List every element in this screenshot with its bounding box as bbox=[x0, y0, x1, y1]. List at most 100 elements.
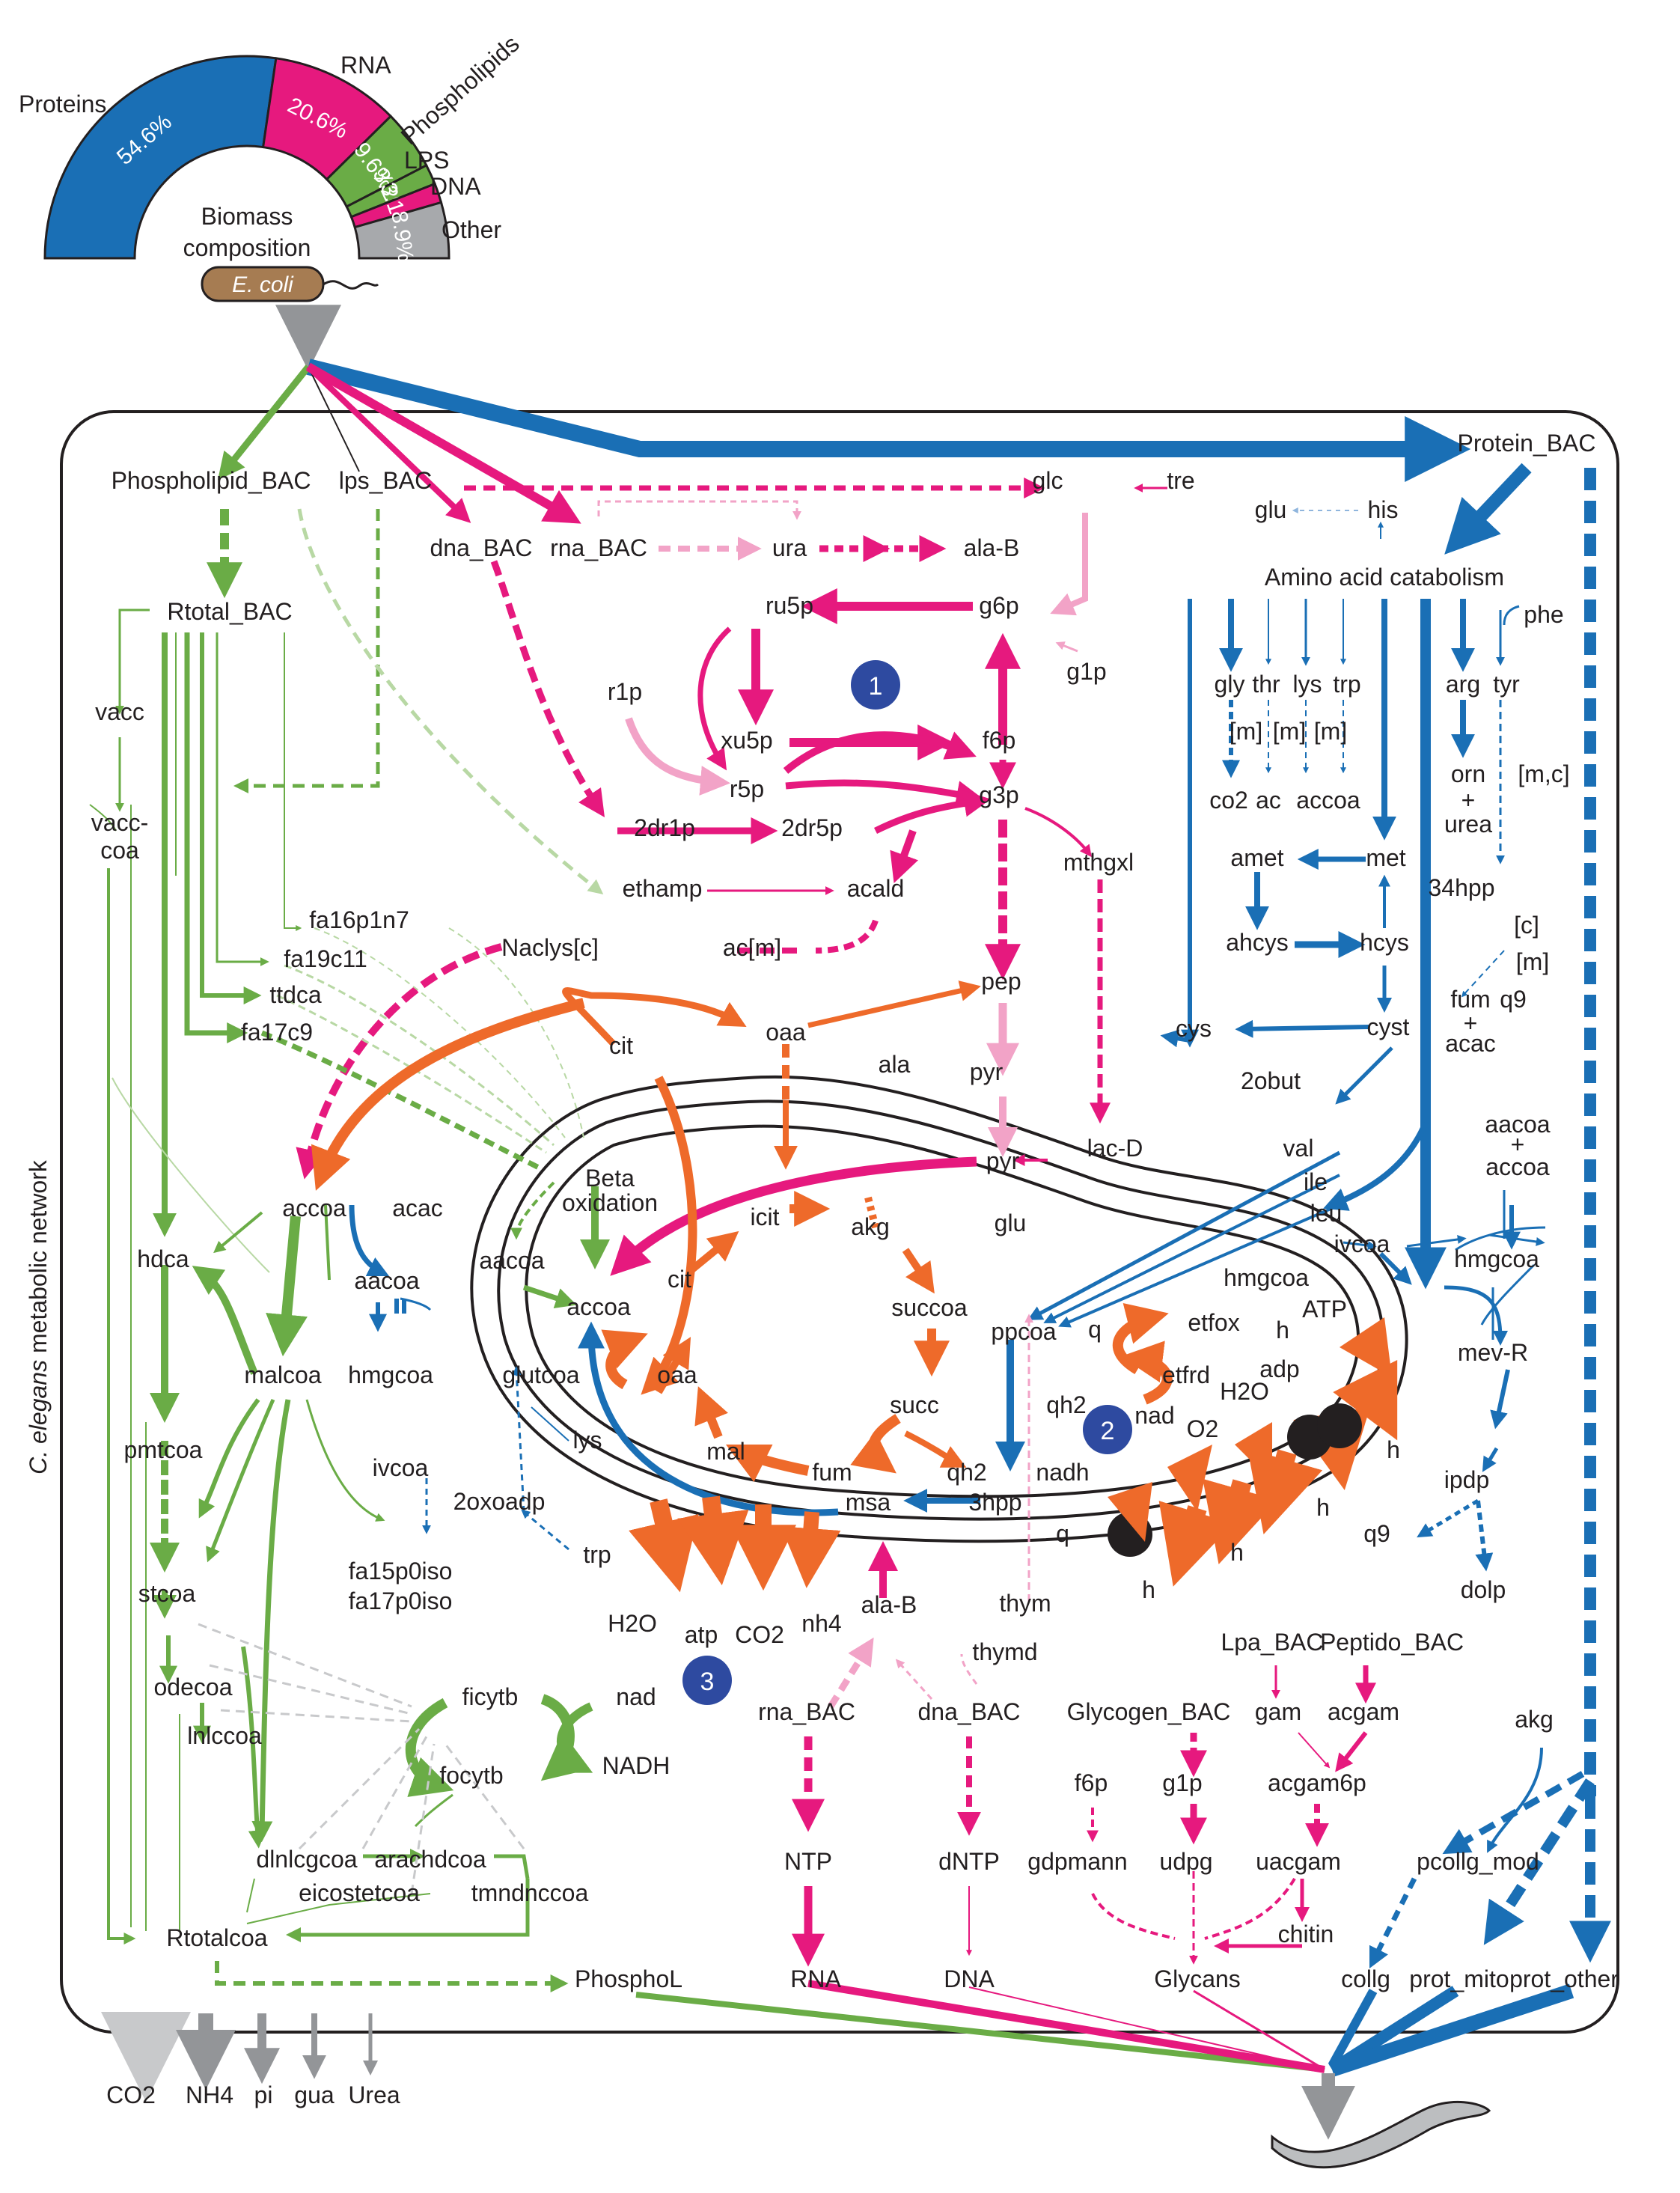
excretion-label-pi: pi bbox=[254, 2081, 273, 2108]
biomass-title-line2: composition bbox=[183, 234, 311, 261]
metabolite-h-a: h bbox=[1276, 1317, 1289, 1343]
metabolite-thr: thr bbox=[1252, 671, 1280, 698]
metabolite-m2: [m] bbox=[1273, 718, 1306, 745]
metabolite-atp-b: atp bbox=[685, 1621, 718, 1648]
metabolite-urea: urea bbox=[1444, 811, 1492, 838]
metabolite-phospholipid-bac: Phospholipid_BAC bbox=[112, 467, 311, 494]
metabolite-gam: gam bbox=[1255, 1698, 1301, 1725]
metabolite-succ: succ bbox=[890, 1391, 939, 1418]
lps-intake-flux bbox=[308, 366, 360, 472]
metabolite-acm: ac[m] bbox=[723, 934, 781, 961]
metabolite-ppcoa: ppcoa bbox=[991, 1318, 1056, 1345]
metabolite-lps-bac: lps_BAC bbox=[339, 467, 433, 494]
metabolite-stcoa: stcoa bbox=[138, 1580, 196, 1607]
worm-icon bbox=[1271, 2101, 1491, 2169]
metabolite-acac-top: acac bbox=[1445, 1030, 1496, 1057]
metabolite-glc: glc bbox=[1033, 467, 1063, 494]
metabolite-gly: gly bbox=[1215, 671, 1245, 698]
metabolite-h-d: h bbox=[1230, 1539, 1244, 1566]
metabolite-acac-left: acac bbox=[392, 1195, 443, 1221]
collagen-flux bbox=[1369, 1877, 1417, 1969]
metabolite-xu5p: xu5p bbox=[721, 727, 772, 754]
metabolite-nadh: nadh bbox=[1036, 1459, 1089, 1486]
amino-acid-catabolism-fluxes bbox=[349, 507, 1546, 1572]
biomass-name-other: Other bbox=[442, 216, 501, 243]
metabolite-qh2-a: qh2 bbox=[1046, 1391, 1086, 1418]
metabolite-orn: orn bbox=[1451, 760, 1485, 787]
metabolite-uacgam: uacgam bbox=[1256, 1848, 1341, 1875]
metabolite-h2o-r: H2O bbox=[1220, 1378, 1269, 1405]
metabolite-accoa-in: accoa bbox=[566, 1293, 631, 1320]
metabolite-co2: co2 bbox=[1209, 787, 1248, 814]
metabolite-beta2: oxidation bbox=[562, 1189, 658, 1216]
metabolite-hmgcoa-mid: hmgcoa bbox=[348, 1361, 433, 1388]
protein-catabolism-flux bbox=[1444, 463, 1532, 555]
metabolite-ipdp: ipdp bbox=[1444, 1466, 1490, 1493]
metabolite-rna-out: RNA bbox=[790, 1965, 841, 1992]
metabolite-met: met bbox=[1366, 844, 1405, 871]
metabolite-g3p: g3p bbox=[979, 781, 1018, 808]
biomass-name-phospholipids: Phospholipids bbox=[396, 30, 525, 150]
metabolite-g1p-top: g1p bbox=[1066, 658, 1106, 685]
metabolite-succoa: succoa bbox=[891, 1294, 968, 1321]
network-title-italic: C. elegans bbox=[25, 1360, 52, 1474]
metabolite-thymd: thymd bbox=[972, 1638, 1037, 1665]
metabolite-ac: ac bbox=[1256, 787, 1281, 814]
metabolite-ntp: NTP bbox=[784, 1848, 832, 1875]
metabolite-rtotalcoa: Rtotalcoa bbox=[166, 1924, 267, 1951]
metabolite-rtotal-bac: Rtotal_BAC bbox=[167, 598, 292, 625]
metabolite-qh2-b: qh2 bbox=[947, 1459, 986, 1486]
metabolite-beta1: Beta bbox=[585, 1165, 635, 1192]
metabolite-plus3: + bbox=[1511, 1131, 1525, 1158]
metabolite-lnlccoa: lnlccoa bbox=[187, 1722, 262, 1749]
metabolite-cyst: cyst bbox=[1367, 1013, 1410, 1040]
metabolite-nh4-b: nh4 bbox=[801, 1610, 841, 1637]
metabolite-oxoadp: 2oxoadp bbox=[453, 1488, 546, 1515]
metabolite-hpp34: 34hpp bbox=[1429, 874, 1495, 901]
dna-intake-flux bbox=[306, 365, 471, 523]
metabolite-g1p-b: g1p bbox=[1162, 1769, 1202, 1796]
metabolite-alab-b: ala-B bbox=[861, 1591, 917, 1618]
metabolite-glycogen-bac: Glycogen_BAC bbox=[1067, 1698, 1231, 1725]
metabolite-nadh-b: NADH bbox=[602, 1752, 671, 1779]
metabolite-vacccoa-1: vacc- bbox=[91, 809, 148, 836]
metabolite-r5p: r5p bbox=[730, 775, 764, 802]
metabolite-ethamp: ethamp bbox=[623, 875, 703, 902]
metabolite-hdca: hdca bbox=[137, 1245, 189, 1272]
metabolite-dntp: dNTP bbox=[938, 1848, 1000, 1875]
metabolite-glu-mid: glu bbox=[995, 1210, 1027, 1236]
metabolite-fa17: fa17p0iso bbox=[349, 1587, 453, 1614]
metabolite-h-e: h bbox=[1142, 1576, 1155, 1603]
cell-boundary bbox=[60, 410, 1619, 2034]
biomass-title-line1: Biomass bbox=[201, 203, 293, 230]
metabolite-g6p: g6p bbox=[979, 592, 1018, 619]
nucleotide-sugar-fluxes bbox=[296, 478, 1376, 1967]
biomass-output-fluxes bbox=[635, 1980, 1574, 2140]
metabolite-co2-b: CO2 bbox=[735, 1621, 784, 1648]
metabolite-prot-other: prot_other bbox=[1509, 1965, 1619, 1992]
metabolite-cit-in: cit bbox=[668, 1266, 691, 1293]
metabolite-glutcoa: glutcoa bbox=[502, 1361, 579, 1388]
metabolite-dr5p: 2dr5p bbox=[781, 814, 843, 841]
metabolite-acald: acald bbox=[847, 875, 905, 902]
metabolite-ru5p: ru5p bbox=[766, 592, 813, 619]
metabolite-aacoa-mid: aacoa bbox=[354, 1267, 419, 1294]
metabolite-arachd: arachdcoa bbox=[374, 1846, 486, 1873]
metabolite-etfox: etfox bbox=[1188, 1309, 1239, 1336]
metabolite-hpp3: 3hpp bbox=[968, 1489, 1021, 1516]
metabolite-tmnd: tmndnccoa bbox=[471, 1879, 589, 1906]
metabolite-icit: icit bbox=[750, 1204, 779, 1230]
metabolite-naclys: Naclys[c] bbox=[501, 934, 599, 961]
metabolite-ivcoa-r: ivcoa bbox=[1334, 1230, 1390, 1257]
metabolite-hmgcoa-r2: hmgcoa bbox=[1454, 1245, 1539, 1272]
metabolite-fum-top: fum bbox=[1450, 986, 1490, 1013]
metabolite-phe: phe bbox=[1524, 601, 1563, 628]
metabolite-ficytb: ficytb bbox=[462, 1683, 519, 1710]
metabolite-ivcoa-l: ivcoa bbox=[373, 1454, 429, 1481]
metabolite-amet: amet bbox=[1230, 844, 1283, 871]
biomass-name-dna: DNA bbox=[430, 173, 481, 200]
excretion-arrows bbox=[101, 2011, 378, 2102]
